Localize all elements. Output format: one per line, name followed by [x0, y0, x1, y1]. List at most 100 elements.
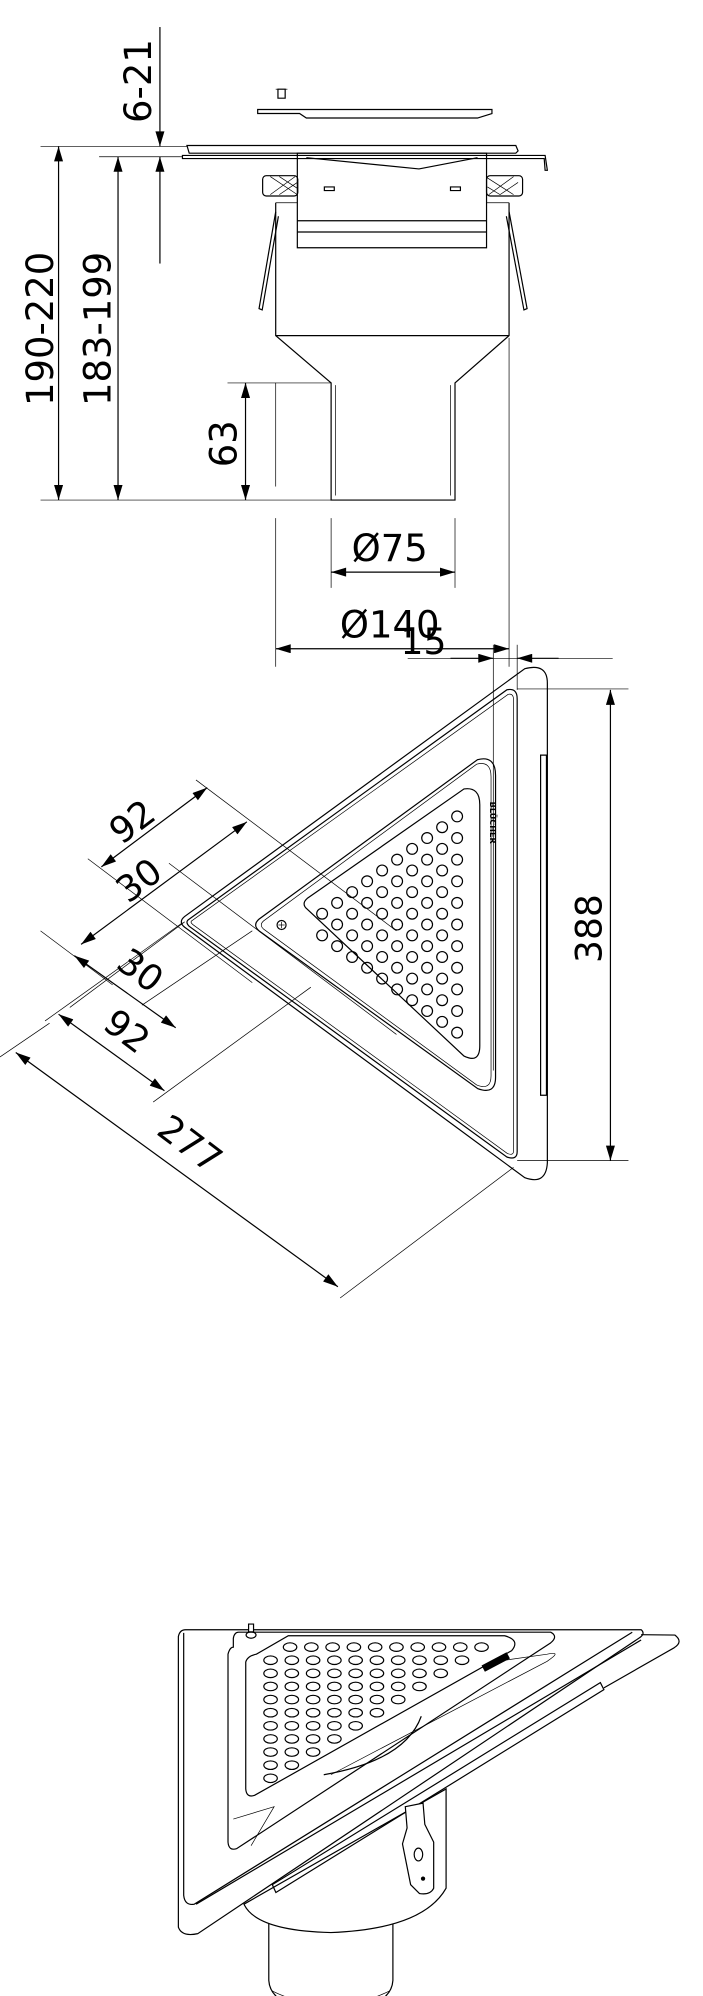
grate-hole [306, 1695, 319, 1704]
grate-hole [285, 1682, 298, 1691]
dim-lower-outer: 92 [96, 1002, 157, 1062]
dim-body-height: 183-199 [76, 252, 119, 406]
grate-hole [347, 908, 358, 919]
grate-hole [377, 887, 388, 898]
grate-hole [413, 1656, 426, 1665]
grate-hole [452, 962, 463, 973]
grate-hole [306, 1722, 319, 1731]
dimension-lines [41, 27, 510, 667]
grate-hole [452, 941, 463, 952]
grate-hole [407, 995, 418, 1006]
grate-hole [285, 1695, 298, 1704]
grate-hole [437, 930, 448, 941]
grate-hole [305, 1643, 318, 1652]
grate-hole [391, 1695, 404, 1704]
grate-hole [452, 854, 463, 865]
grate-hole [392, 984, 403, 995]
top-view: BLÜCHER 15 388 9 [0, 622, 628, 1298]
grate-hole [264, 1748, 277, 1757]
grate-profile [258, 109, 492, 118]
grate-hole [347, 1643, 360, 1652]
dim-outlet-diameter: Ø75 [352, 527, 428, 570]
grate-hole [422, 1006, 433, 1017]
grate-hole [362, 919, 373, 930]
grate-hole [328, 1695, 341, 1704]
top-flange [187, 146, 518, 154]
grate-hole [377, 952, 388, 963]
grate-hole [452, 1006, 463, 1017]
grate-hole [437, 843, 448, 854]
grate-hole [377, 865, 388, 876]
grate-hole [328, 1656, 341, 1665]
grate-hole [328, 1669, 341, 1678]
grate-hole [264, 1761, 277, 1770]
dim-height: 277 [150, 1108, 230, 1182]
grate-hole [332, 898, 343, 909]
grate-hole [407, 887, 418, 898]
drain-body [244, 1789, 446, 1933]
grate-hole [328, 1682, 341, 1691]
grate-screw-icon [277, 920, 286, 929]
grate-hole [370, 1695, 383, 1704]
grate-hole [370, 1656, 383, 1665]
grate-hole [392, 854, 403, 865]
grate-hole [347, 887, 358, 898]
grate-hole [411, 1643, 424, 1652]
side-slot [541, 755, 547, 1095]
outer-plate [181, 667, 547, 1179]
grate-hole [452, 876, 463, 887]
grate-hole [422, 854, 433, 865]
grate-hole [264, 1656, 277, 1665]
dim-grate-adjust: 6-21 [117, 39, 160, 123]
grate-hole [407, 952, 418, 963]
grate-hole [306, 1748, 319, 1757]
grate-hole [264, 1669, 277, 1678]
grate-hole [390, 1643, 403, 1652]
lower-pipe [269, 1920, 393, 1996]
grate-hole [285, 1708, 298, 1717]
grate-hole [413, 1669, 426, 1678]
grate-hole [422, 941, 433, 952]
logo-plate [481, 1652, 510, 1672]
grate-hole [391, 1656, 404, 1665]
dim-upper-outer: 92 [102, 792, 163, 852]
grate-hole [377, 930, 388, 941]
grate-hole [306, 1708, 319, 1717]
grate-hole [454, 1643, 467, 1652]
grate-hole [391, 1682, 404, 1691]
grate-hole [264, 1708, 277, 1717]
bowl-arc [324, 1716, 422, 1775]
grate-hole [422, 919, 433, 930]
clip-left [259, 212, 278, 310]
grate-hole [264, 1695, 277, 1704]
grate-hole [422, 962, 433, 973]
grate-hole [452, 811, 463, 822]
grate-hole [264, 1722, 277, 1731]
grate-hole [349, 1682, 362, 1691]
grate-screw-icon [246, 1624, 256, 1638]
grate-hole [437, 822, 448, 833]
grate-hole [317, 908, 328, 919]
grate-hole [475, 1643, 488, 1652]
grate-holes [264, 1643, 488, 1783]
sealing-ring-right [487, 176, 523, 196]
grate-hole [285, 1669, 298, 1678]
grate-hole [306, 1735, 319, 1744]
grate-hole [392, 898, 403, 909]
grate-hole [362, 898, 373, 909]
grate-hole [437, 1016, 448, 1027]
grate-hole [347, 930, 358, 941]
grate-hole [362, 876, 373, 887]
grate-hole [306, 1682, 319, 1691]
grate-hole [407, 865, 418, 876]
grate-hole [362, 962, 373, 973]
grate-hole [285, 1722, 298, 1731]
grate-hole [347, 952, 358, 963]
grate-hole [285, 1735, 298, 1744]
grate-hole [437, 908, 448, 919]
grate-hole [264, 1735, 277, 1744]
grate-hole [434, 1656, 447, 1665]
grate-hole [349, 1669, 362, 1678]
grate-hole [407, 973, 418, 984]
grate-hole [306, 1656, 319, 1665]
